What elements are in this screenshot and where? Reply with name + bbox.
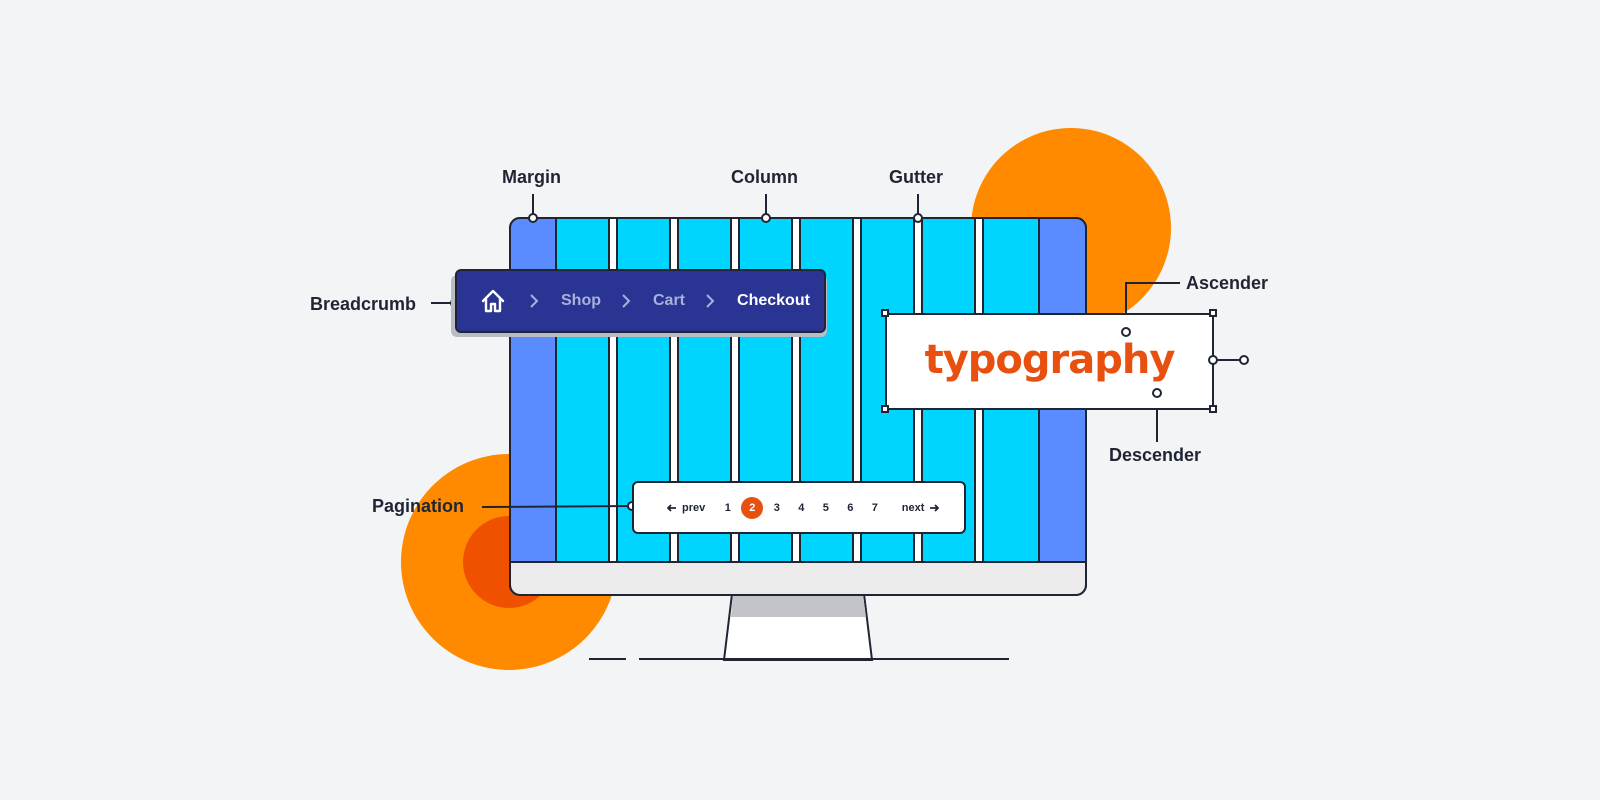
next-link[interactable]: next — [902, 502, 940, 514]
resize-handle-top-right[interactable] — [1209, 309, 1217, 317]
chevron-right-icon — [621, 294, 635, 308]
page-1[interactable]: 1 — [724, 501, 731, 514]
gutter-5 — [852, 218, 862, 562]
label-gutter: Gutter — [889, 167, 943, 187]
pagination-leader — [481, 505, 633, 508]
home-icon[interactable] — [477, 285, 509, 317]
gutter-3 — [730, 218, 740, 562]
page-2-current[interactable]: 2 — [741, 496, 764, 519]
stand-shadow — [731, 594, 866, 617]
label-pagination: Pagination — [372, 496, 465, 516]
arrow-left-icon — [667, 503, 676, 512]
prev-link[interactable]: prev — [667, 502, 705, 514]
gutter-2 — [669, 218, 679, 562]
chevron-right-icon — [705, 294, 719, 308]
gutter-1 — [608, 218, 618, 562]
breadcrumb-item-shop[interactable]: Shop — [561, 292, 601, 309]
breadcrumb-item-cart[interactable]: Cart — [653, 292, 686, 309]
resize-dot-outer — [1239, 355, 1249, 365]
column-dot — [761, 213, 771, 223]
breadcrumb-item-checkout: Checkout — [737, 292, 810, 309]
page-4[interactable]: 4 — [798, 501, 805, 514]
prev-label: prev — [682, 501, 706, 514]
typography-card[interactable]: typography — [885, 313, 1214, 410]
resize-handle-bottom-right[interactable] — [1209, 405, 1217, 413]
pagination-bar: prev 1 2 3 4 5 6 7 next — [632, 481, 966, 534]
chevron-right-icon — [529, 294, 543, 308]
typography-word: typography — [924, 336, 1176, 383]
label-column: Column — [731, 167, 798, 187]
page-6[interactable]: 6 — [847, 501, 854, 514]
arrow-right-icon — [930, 503, 940, 512]
page-5[interactable]: 5 — [822, 501, 829, 514]
margin-dot — [528, 213, 538, 223]
gutter-dot — [913, 213, 923, 223]
breadcrumb-bar: Shop Cart Checkout — [455, 269, 826, 333]
label-margin: Margin — [502, 167, 562, 187]
label-breadcrumb: Breadcrumb — [310, 294, 417, 314]
page-3[interactable]: 3 — [773, 501, 780, 514]
page-7[interactable]: 7 — [871, 501, 878, 514]
resize-handle-top-left[interactable] — [881, 309, 889, 317]
label-ascender: Ascender — [1186, 273, 1269, 293]
gutter-4 — [791, 218, 801, 562]
label-descender: Descender — [1109, 445, 1202, 465]
next-label: next — [901, 501, 925, 514]
resize-handle-bottom-left[interactable] — [881, 405, 889, 413]
